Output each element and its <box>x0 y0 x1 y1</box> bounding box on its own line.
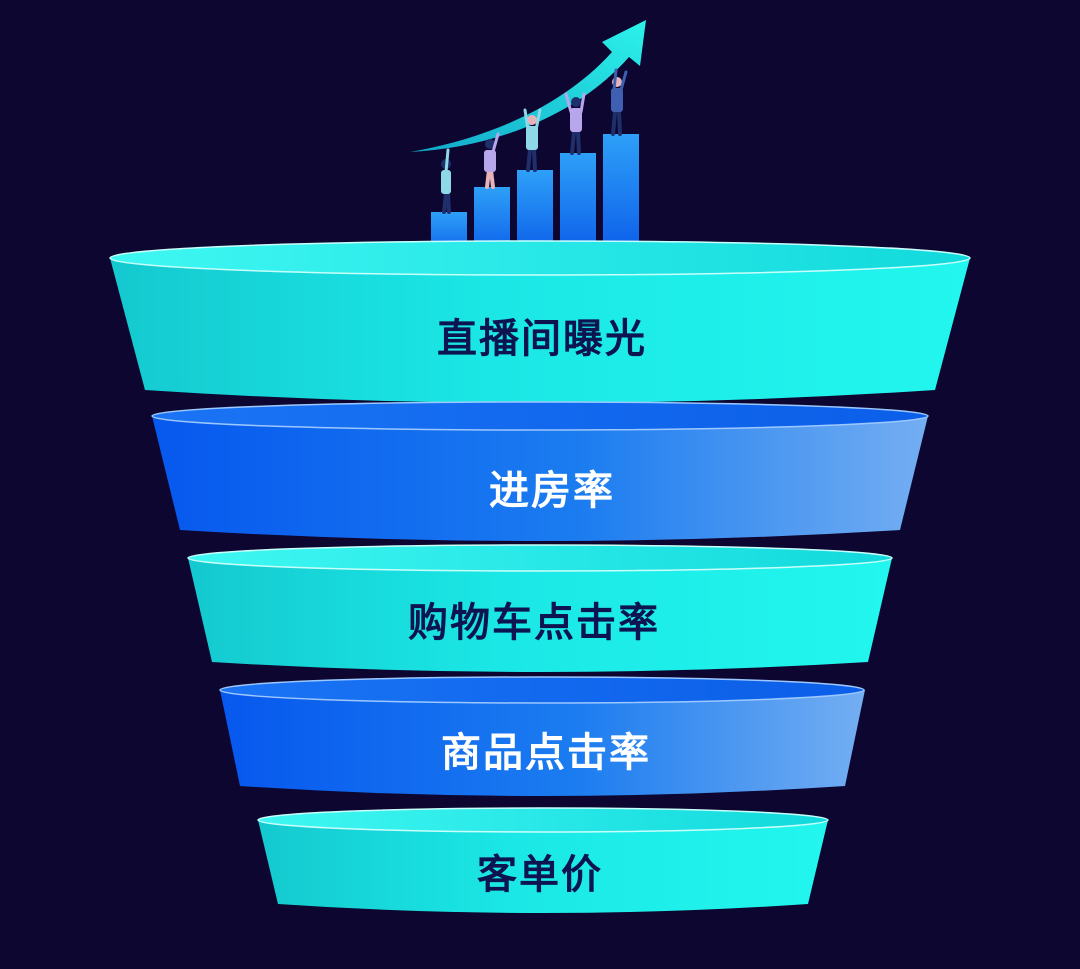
person-pushing-arrow-icon <box>441 68 628 214</box>
funnel-layer-4-label: 商品点击率 <box>441 730 651 776</box>
funnel-layer-2-label: 进房率 <box>489 468 615 514</box>
funnel-layer-1: 直播间曝光 <box>109 240 971 403</box>
funnel-layer-5: 客单价 <box>257 807 829 913</box>
funnel-layer-1-label: 直播间曝光 <box>437 316 647 362</box>
growth-bars-arrow-icon <box>410 20 646 260</box>
funnel-layer-3: 购物车点击率 <box>187 544 893 672</box>
funnel-layer-2: 进房率 <box>151 401 929 541</box>
funnel-layer-5-label: 客单价 <box>477 852 603 898</box>
funnel-layer-4: 商品点击率 <box>219 676 865 796</box>
funnel-layer-3-label: 购物车点击率 <box>408 600 660 646</box>
